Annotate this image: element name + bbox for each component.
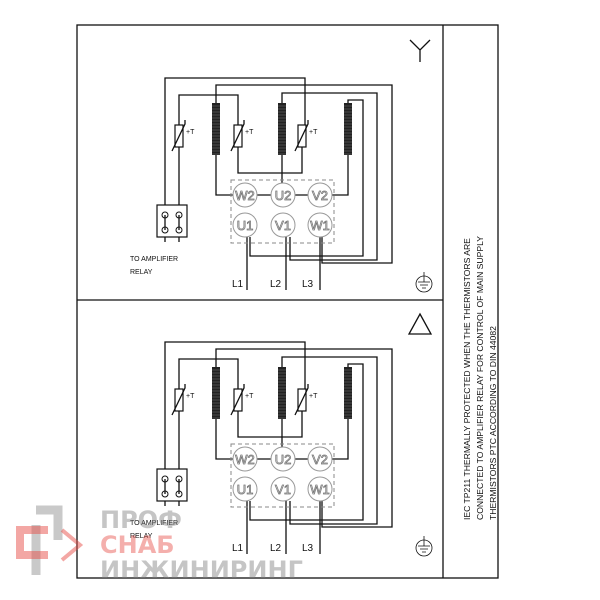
winding-coil-icon	[212, 103, 220, 155]
wire	[215, 419, 349, 460]
wire	[246, 237, 321, 290]
terminal	[307, 476, 333, 502]
winding-coil-icon	[212, 367, 220, 419]
relay-label: TO AMPLIFIER	[130, 520, 178, 527]
terminal	[270, 476, 296, 502]
terminal	[307, 446, 333, 472]
terminal-label: W1	[310, 218, 330, 233]
wire	[215, 348, 393, 528]
wire	[178, 358, 239, 469]
terminal	[232, 446, 258, 472]
winding-coil-icon	[344, 103, 352, 155]
relay-label: RELAY	[130, 533, 153, 540]
terminal-box	[230, 443, 335, 508]
terminal	[307, 212, 333, 238]
diagram-frame	[76, 24, 499, 579]
star-connection-icon	[409, 39, 431, 62]
terminal-label: U2	[275, 188, 292, 203]
terminal-label: U2	[275, 452, 292, 467]
terminal	[232, 182, 258, 208]
note-text: IEC TP211 THERMALLY PROTECTED WHEN THE T…	[462, 236, 498, 520]
wire	[215, 84, 393, 264]
terminal-label: W1	[310, 482, 330, 497]
winding-coil-icon	[278, 367, 286, 419]
winding-coil-icon	[278, 103, 286, 155]
wire	[178, 94, 239, 205]
thermistor-slash	[294, 384, 309, 416]
thermistor-slash	[230, 120, 245, 152]
wire	[164, 341, 306, 506]
thermistor-slash	[171, 384, 186, 416]
watermark-logo: ПРОФ СНАБ ИНЖИНИРИНГ	[16, 505, 303, 584]
thermistor-slash	[230, 384, 245, 416]
watermark-line-2: СНАБ	[100, 531, 175, 559]
terminal-label: V2	[312, 452, 328, 467]
thermistor-label: +T	[309, 129, 318, 136]
terminal	[232, 476, 258, 502]
wire	[237, 411, 303, 447]
relay-wire	[164, 215, 180, 230]
wire	[215, 155, 349, 196]
note-line-3: THERMISTORS PTC ACCORDING TO DIN 44082	[488, 326, 498, 520]
terminal-label: W2	[235, 188, 255, 203]
terminal-label: U1	[237, 482, 254, 497]
wire	[249, 363, 364, 521]
relay-connector	[156, 468, 188, 502]
wire	[246, 501, 321, 554]
terminal	[270, 446, 296, 472]
terminal	[270, 212, 296, 238]
relay-connector	[156, 204, 188, 238]
terminal	[270, 182, 296, 208]
terminal-label: V2	[312, 188, 328, 203]
terminal-box	[230, 179, 335, 244]
ground-symbol	[418, 272, 430, 289]
terminal-label: V1	[275, 218, 291, 233]
terminal-label: V1	[275, 482, 291, 497]
line-label: L3	[302, 279, 314, 290]
terminal-label: W2	[235, 452, 255, 467]
note-line-1: IEC TP211 THERMALLY PROTECTED WHEN THE T…	[462, 238, 472, 520]
watermark-line-1: ПРОФ	[100, 506, 182, 534]
line-label: L3	[302, 543, 314, 554]
thermistor-label: +T	[309, 393, 318, 400]
winding-coil-icon	[344, 367, 352, 419]
relay-label: TO AMPLIFIER	[130, 256, 178, 263]
terminal	[307, 182, 333, 208]
wire	[249, 99, 364, 257]
thermistor-label: +T	[186, 393, 195, 400]
wire	[164, 77, 306, 242]
terminal-label: U1	[237, 218, 254, 233]
line-label: L2	[270, 279, 282, 290]
thermistor-label: +T	[245, 129, 254, 136]
relay-label: RELAY	[130, 269, 153, 276]
note-line-2: CONNECTED TO AMPLIFIER RELAY FOR CONTROL…	[475, 236, 485, 520]
watermark-line-3: ИНЖИНИРИНГ	[100, 556, 303, 584]
thermistor-label: +T	[245, 393, 254, 400]
thermistor-label: +T	[186, 129, 195, 136]
delta-connection-icon	[407, 312, 433, 335]
line-label: L1	[232, 279, 244, 290]
line-label: L1	[232, 543, 244, 554]
thermistor-slash	[294, 120, 309, 152]
terminal	[232, 212, 258, 238]
ground-symbol	[418, 536, 430, 553]
thermistor-slash	[171, 120, 186, 152]
wire	[237, 147, 303, 183]
relay-wire	[164, 479, 180, 494]
line-label: L2	[270, 543, 282, 554]
